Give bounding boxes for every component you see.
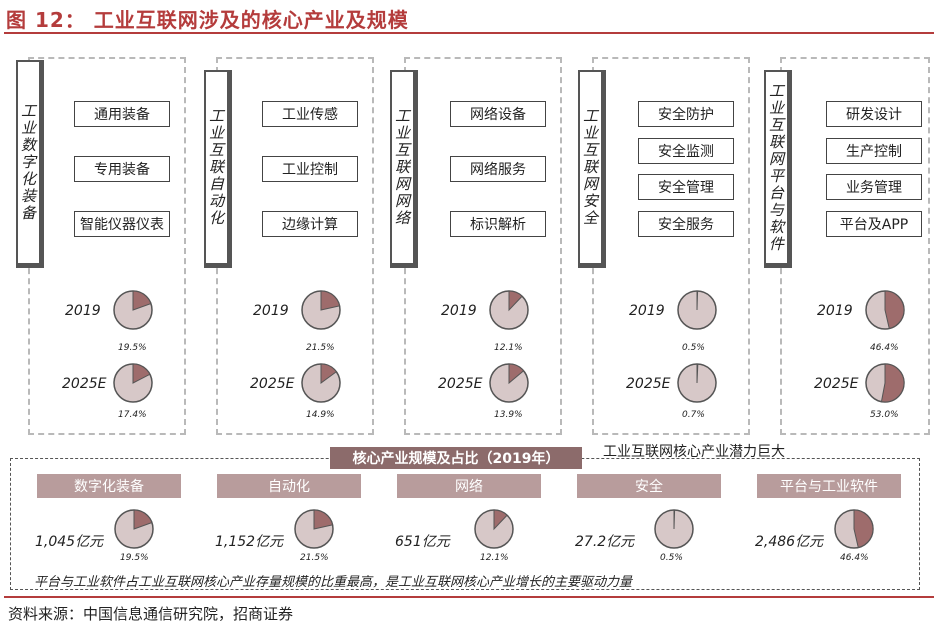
year-2019-label: 2019 [253, 303, 289, 319]
year-2019-label: 2019 [65, 303, 101, 319]
pie-slice [132, 363, 151, 384]
segment-tag: 生产控制 [826, 138, 922, 164]
summary-scale: 2,486亿元 [755, 534, 824, 550]
pie-slice [508, 290, 523, 312]
segment-tag: 通用装备 [74, 101, 170, 127]
segment-tag: 平台及APP [826, 211, 922, 237]
segment-tag: 网络服务 [450, 156, 546, 182]
summary-scale: 651亿元 [395, 534, 450, 550]
segment-tag: 安全服务 [638, 211, 734, 237]
segment-tag: 智能仪器仪表 [74, 211, 170, 237]
industry-label: 工业数字化装备 [16, 60, 44, 268]
year-2025-label: 2025E [814, 376, 859, 392]
share-pct-2019: 19.5% [118, 343, 147, 353]
share-pct-2019: 12.1% [494, 343, 523, 353]
industry-label: 工业互联自动化 [204, 70, 232, 268]
pie-slice [853, 509, 874, 549]
pie-slice [508, 363, 525, 385]
industry-label: 工业互联网安全 [578, 70, 606, 268]
year-2019-label: 2019 [817, 303, 853, 319]
summary-pie [834, 509, 874, 549]
segment-tag: 安全监测 [638, 138, 734, 164]
segment-tag: 工业控制 [262, 156, 358, 182]
pie-slice [133, 509, 153, 530]
share-pie-2019 [301, 290, 341, 330]
share-pie-2025 [677, 363, 717, 403]
summary-category: 安全 [577, 474, 721, 498]
summary-pie [114, 509, 154, 549]
summary-pie [654, 509, 694, 549]
share-pct-2025: 53.0% [870, 410, 899, 420]
summary-scale: 1,045亿元 [35, 534, 104, 550]
year-2025-label: 2025E [62, 376, 107, 392]
pie-slice [132, 290, 152, 311]
summary-pct: 12.1% [480, 553, 509, 563]
year-2019-label: 2019 [441, 303, 477, 319]
summary-pie [474, 509, 514, 549]
share-pct-2019: 46.4% [870, 343, 899, 353]
share-pct-2019: 0.5% [682, 343, 705, 353]
share-pie-2025 [113, 363, 153, 403]
summary-pie [294, 509, 334, 549]
figure-title: 图 12： 工业互联网涉及的核心产业及规模 [6, 8, 409, 32]
year-2025-label: 2025E [626, 376, 671, 392]
year-2019-label: 2019 [629, 303, 665, 319]
summary-conclusion: 平台与工业软件占工业互联网核心产业存量规模的比重最高，是工业互联网核心产业增长的… [34, 575, 633, 590]
pie-slice [696, 290, 699, 311]
summary-pct: 19.5% [120, 553, 149, 563]
title-divider [4, 32, 934, 34]
share-pie-2025 [489, 363, 529, 403]
share-pct-2025: 17.4% [118, 410, 147, 420]
share-pct-2025: 13.9% [494, 410, 523, 420]
segment-tag: 边缘计算 [262, 211, 358, 237]
pie-slice [320, 363, 338, 384]
industry-label: 工业互联网网络 [390, 70, 418, 268]
segment-tag: 网络设备 [450, 101, 546, 127]
summary-category: 网络 [397, 474, 541, 498]
share-pie-2019 [489, 290, 529, 330]
summary-category: 数字化装备 [37, 474, 181, 498]
summary-category: 平台与工业软件 [757, 474, 901, 498]
industry-label: 工业互联网平台与软件 [764, 70, 792, 268]
share-pie-2025 [865, 363, 905, 403]
year-2025-label: 2025E [250, 376, 295, 392]
pie-slice [313, 509, 334, 530]
summary-note: 工业互联网核心产业潜力巨大 [603, 444, 785, 460]
share-pie-2025 [301, 363, 341, 403]
pie-slice [884, 290, 905, 330]
share-pct-2025: 14.9% [306, 410, 335, 420]
share-pie-2019 [865, 290, 905, 330]
summary-scale: 1,152亿元 [215, 534, 284, 550]
segment-tag: 安全防护 [638, 101, 734, 127]
source-divider [4, 596, 934, 598]
share-pie-2019 [677, 290, 717, 330]
summary-pct: 46.4% [840, 553, 869, 563]
segment-tag: 标识解析 [450, 211, 546, 237]
share-pie-2019 [113, 290, 153, 330]
pie-slice [673, 509, 676, 530]
segment-tag: 工业传感 [262, 101, 358, 127]
summary-band-title: 核心产业规模及占比（2019年） [330, 447, 582, 469]
segment-tag: 安全管理 [638, 174, 734, 200]
pie-slice [320, 290, 341, 311]
summary-pct: 0.5% [660, 553, 683, 563]
pie-slice [696, 363, 699, 384]
share-pct-2025: 0.7% [682, 410, 705, 420]
summary-category: 自动化 [217, 474, 361, 498]
summary-pct: 21.5% [300, 553, 329, 563]
segment-tag: 研发设计 [826, 101, 922, 127]
segment-tag: 专用装备 [74, 156, 170, 182]
pie-slice [493, 509, 508, 531]
source-note: 资料来源：中国信息通信研究院，招商证券 [8, 605, 294, 623]
segment-tag: 业务管理 [826, 174, 922, 200]
summary-scale: 27.2亿元 [575, 534, 635, 550]
share-pct-2019: 21.5% [306, 343, 335, 353]
pie-slice [880, 363, 905, 403]
year-2025-label: 2025E [438, 376, 483, 392]
